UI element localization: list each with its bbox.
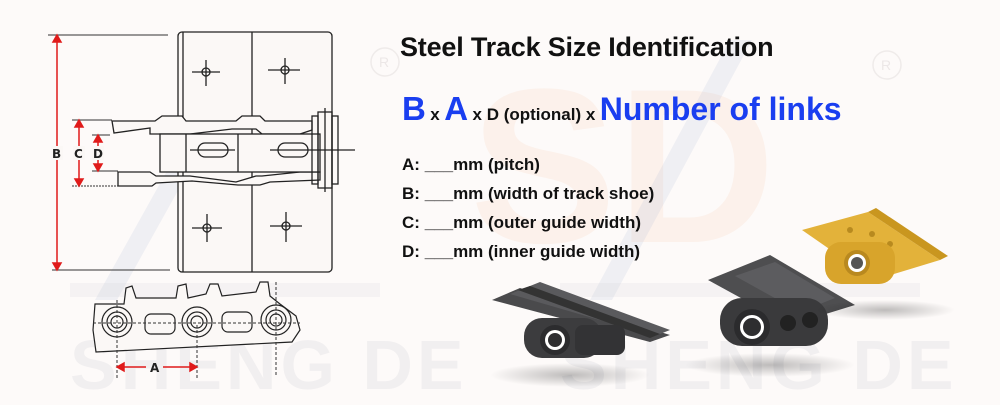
- svg-text:R: R: [881, 57, 891, 73]
- formula-times-1: x: [430, 105, 440, 124]
- dimension-definitions: A: ___mm (pitch) B: ___mm (width of trac…: [402, 150, 654, 266]
- product-triple-grouser-link: [490, 282, 670, 387]
- definition-b: B: ___mm (width of track shoe): [402, 184, 655, 203]
- svg-text:R: R: [379, 54, 389, 70]
- formula-number-of-links: Number of links: [599, 91, 842, 127]
- product-images: [490, 208, 955, 387]
- size-formula: B x A x D (optional) x Number of links: [402, 90, 842, 128]
- dimension-label-c: C: [74, 147, 83, 161]
- dimension-label-d: D: [93, 147, 103, 161]
- formula-b: B: [402, 90, 426, 127]
- track-top-view-diagram: B C D: [48, 31, 355, 273]
- product-flat-shoe-link: [802, 208, 955, 320]
- watermark-logo: SD: [470, 43, 776, 289]
- formula-a: A: [444, 90, 469, 127]
- definition-c: C: ___mm (outer guide width): [402, 213, 641, 232]
- definition-a: A: ___mm (pitch): [402, 155, 540, 174]
- formula-d-optional: x D (optional) x: [472, 105, 596, 124]
- definition-d: D: ___mm (inner guide width): [402, 242, 641, 261]
- dimension-label-a: A: [150, 361, 160, 375]
- track-side-view-diagram: A: [92, 281, 301, 380]
- page-title: Steel Track Size Identification: [400, 32, 774, 62]
- dimension-label-b: B: [52, 147, 61, 161]
